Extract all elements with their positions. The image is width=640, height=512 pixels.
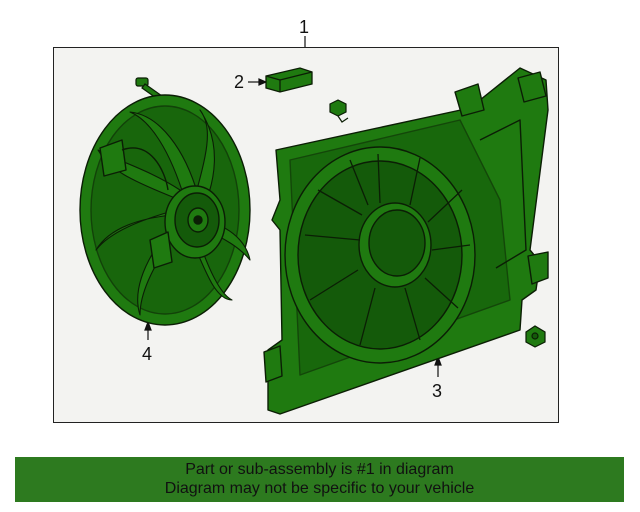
bracket-part xyxy=(265,67,313,93)
nut-part xyxy=(329,99,349,123)
arrow-3 xyxy=(434,355,442,366)
fan-part xyxy=(79,94,251,326)
callout-3: 3 xyxy=(432,381,443,401)
info-banner: Part or sub-assembly is #1 in diagram Di… xyxy=(15,457,624,502)
callout-1: 1 xyxy=(299,17,310,37)
banner-line-2: Diagram may not be specific to your vehi… xyxy=(164,480,475,497)
arrow-2 xyxy=(258,78,268,86)
arrow-4 xyxy=(144,320,152,331)
callout-2: 2 xyxy=(234,72,245,92)
banner-line-1: Part or sub-assembly is #1 in diagram xyxy=(185,461,454,478)
nut-part-lower xyxy=(525,325,546,348)
callout-4: 4 xyxy=(142,344,153,364)
callout-leaders xyxy=(144,36,442,377)
shroud-part xyxy=(263,67,549,415)
